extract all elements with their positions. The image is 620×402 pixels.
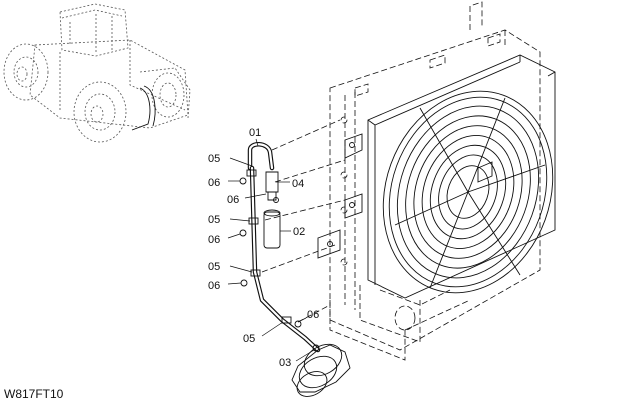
radiator-frame: [329, 1, 541, 361]
cylinder-part-02: [263, 209, 281, 249]
drawing-code: W817FT10: [4, 387, 64, 401]
fitting-part-04: [265, 171, 279, 201]
callout-05-middle: 05: [208, 214, 220, 226]
callout-06-fitting: 06: [227, 194, 239, 206]
radiator-core: [367, 54, 556, 299]
callout-06-bottom: 06: [307, 309, 319, 321]
end-fitting-part-03: [291, 343, 351, 397]
callout-05-lower: 05: [208, 261, 220, 273]
callout-05-upper: 05: [208, 153, 220, 165]
cooling-fan-guard: [382, 90, 554, 294]
callout-02: 02: [293, 226, 305, 238]
callout-06-upper: 06: [208, 177, 220, 189]
leader-lines: [227, 138, 315, 362]
assembly-center-lines: [261, 119, 346, 323]
callout-03: 03: [279, 357, 291, 369]
callout-05-bottom: 05: [243, 333, 255, 345]
callout-01: 01: [249, 127, 261, 139]
callout-labels: 01 05 04 06 06 05 02 06 05 06 06 05 03: [208, 127, 319, 369]
callout-06-lower: 06: [208, 280, 220, 292]
hose-assembly: [246, 142, 321, 353]
callout-04: 04: [292, 178, 304, 190]
callout-06-middle: 06: [208, 234, 220, 246]
machine-overview-illustration: [3, 3, 191, 143]
